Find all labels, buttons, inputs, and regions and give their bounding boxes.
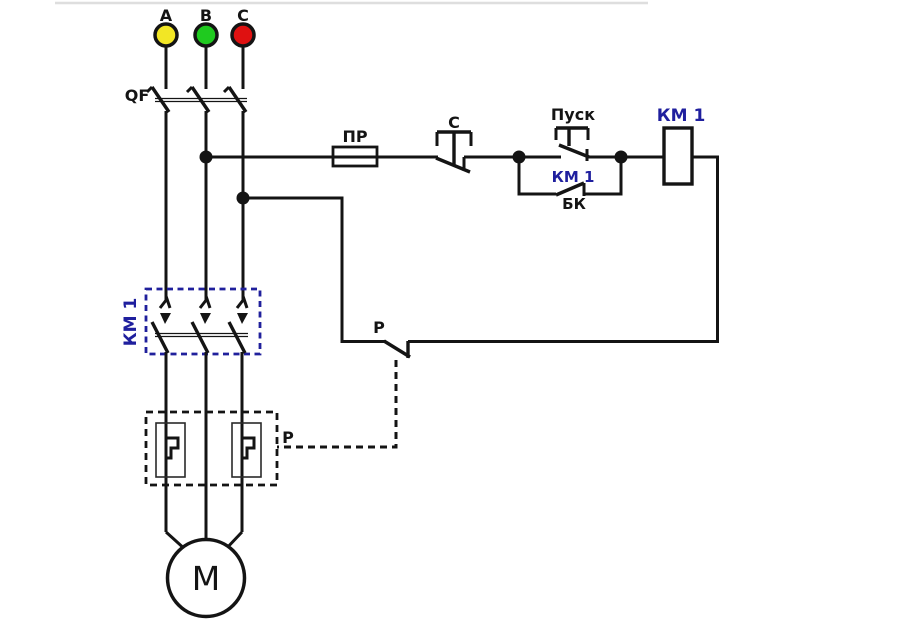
main-contacts-box (144, 287, 262, 356)
lamp-b-icon (193, 22, 219, 48)
heater-element-a (155, 422, 186, 478)
start-contact-blade (558, 143, 590, 159)
main-contact-b (190, 295, 212, 354)
motor-label: М (192, 559, 220, 598)
thermal-relay-box (144, 410, 279, 487)
lamp-label-c: C (237, 6, 249, 25)
lamp-c-icon (230, 22, 256, 48)
return-wire (243, 196, 386, 343)
start-button-label: Пуск (551, 105, 595, 124)
lamp-label-a: A (160, 6, 173, 25)
fuse-pr: ПР (331, 127, 379, 168)
main-contact-a (150, 295, 172, 354)
heater-element-c (231, 422, 262, 478)
thermal-contact: Р (373, 318, 411, 359)
start-button: Пуск (519, 105, 621, 161)
lamp-label-b: B (200, 6, 212, 25)
thermal-relay: Р (144, 410, 294, 487)
aux-contact-label: КМ 1 (552, 168, 595, 186)
thermal-contact-blade (383, 339, 411, 359)
qf-blade-a (145, 85, 171, 113)
qf-blade-c (222, 85, 248, 113)
coil-label: КМ 1 (657, 106, 706, 126)
fuse-body (331, 145, 379, 168)
aux-branch-wire (517, 157, 556, 196)
aux-contact-sublabel: БК (562, 195, 586, 213)
thermal-contact-label: Р (373, 318, 385, 337)
main-contacts-label: КМ 1 (121, 298, 141, 347)
fuse-pr-label: ПР (342, 127, 367, 146)
aux-branch-wire (584, 157, 623, 196)
contactor-coil: КМ 1 (621, 106, 719, 186)
thermal-link-dashed (277, 360, 398, 449)
motor: М (164, 530, 247, 619)
aux-contact-blade (555, 181, 585, 197)
breaker-qf-label: QF (125, 86, 150, 105)
stop-button-label: С (448, 113, 460, 132)
coil-body (662, 126, 694, 186)
thermal-relay-label: Р (282, 428, 294, 447)
motor-body (165, 537, 247, 619)
breaker-qf: QF (125, 85, 248, 113)
return-wire (408, 157, 719, 343)
qf-blade-b (185, 85, 211, 113)
stop-button: С (435, 113, 473, 174)
main-contact-c (227, 295, 249, 354)
phase-lamps: A B C (153, 6, 256, 89)
lamp-a-icon (153, 22, 179, 48)
main-contacts-km1: КМ 1 (121, 287, 262, 356)
junction-dot (199, 150, 213, 164)
aux-contact-bk: КМ 1 БК (517, 157, 623, 213)
